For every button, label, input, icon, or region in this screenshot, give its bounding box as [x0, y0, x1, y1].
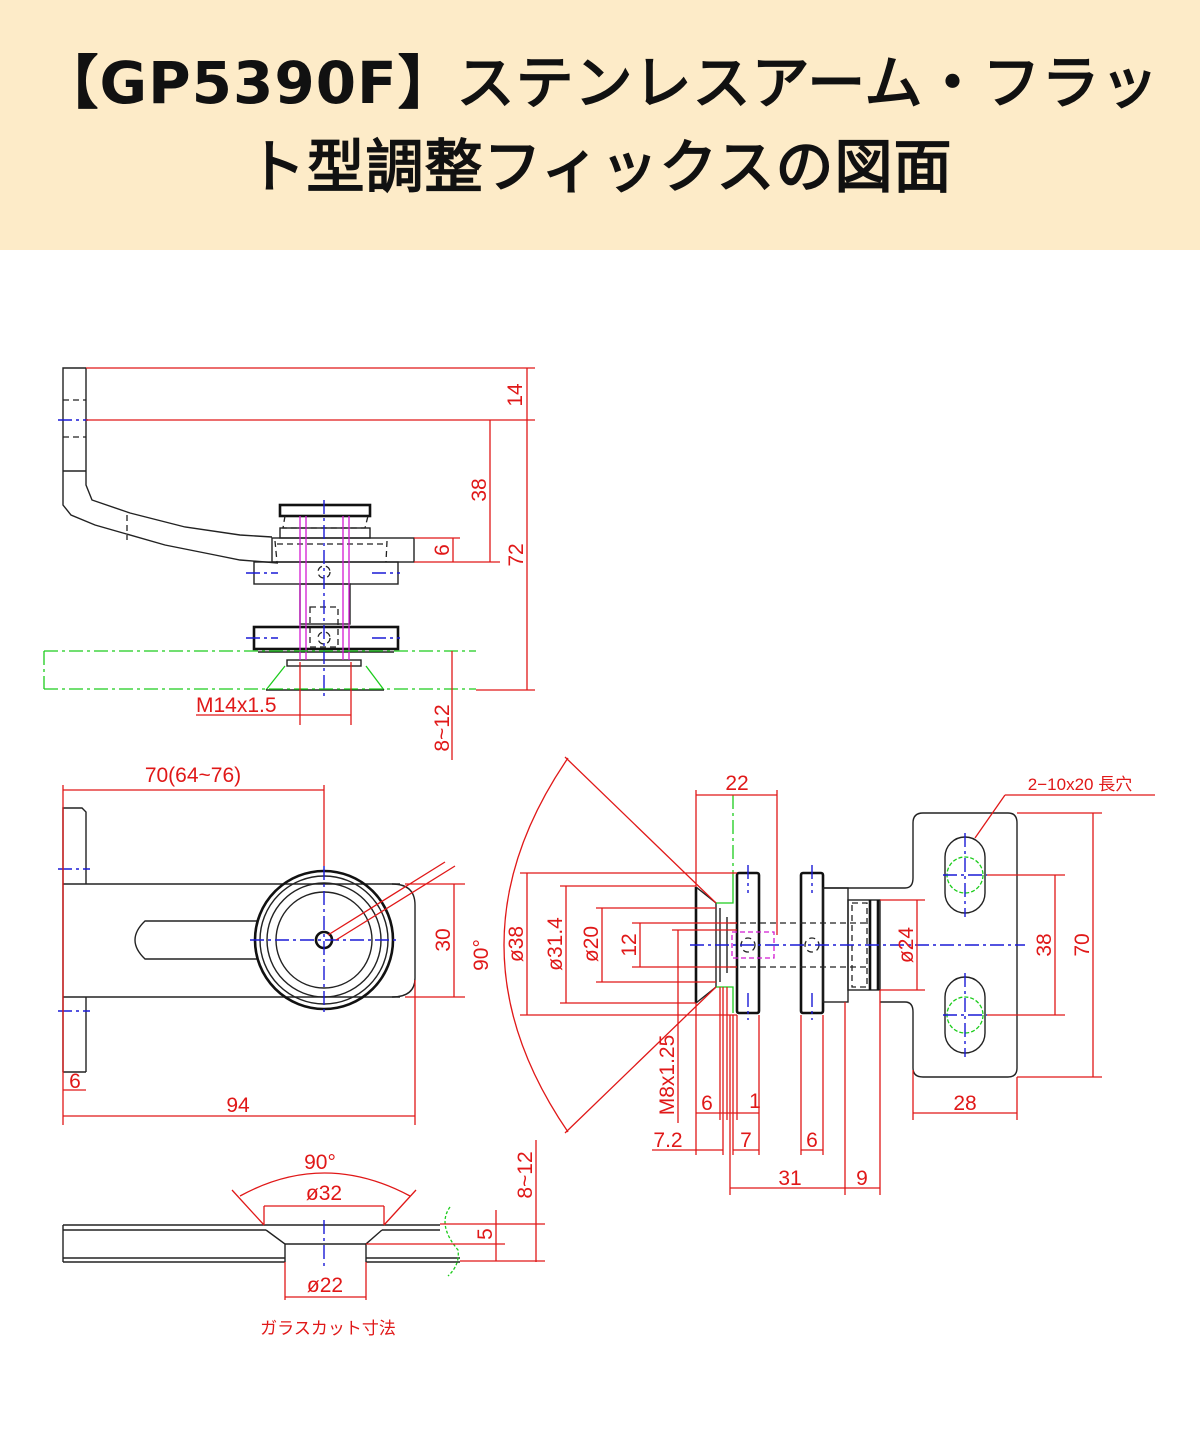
glass-cut-view: 90° ø32 ø22 5 8~12 ガラスカット寸法 — [62, 1140, 545, 1338]
dim-90-glass: 90° — [304, 1151, 336, 1174]
slot-note: 2−10x20 長穴 — [1028, 775, 1132, 794]
side-dimensions: 14 38 6 72 M14x1.5 8~12 — [86, 367, 535, 760]
dim-70-plate: 70 — [1071, 933, 1094, 956]
dim-glass: 8~12 — [431, 704, 454, 751]
dim-6b: 6 — [806, 1129, 818, 1152]
top-dimensions: 70(64~76) 30 94 6 — [62, 764, 465, 1125]
dim-70: 70(64~76) — [145, 764, 241, 787]
dim-90-detail: 90° — [470, 939, 493, 971]
dim-7-2: 7.2 — [653, 1129, 682, 1152]
dim-m8: M8x1.25 — [656, 1035, 679, 1116]
dim-30: 30 — [432, 928, 455, 951]
top-view: 70(64~76) 30 94 6 — [58, 764, 465, 1125]
detail-dimensions: 90° 22 ø38 ø31.4 ø20 12 M8x1.25 — [470, 756, 1155, 1195]
arm-top — [63, 883, 416, 998]
dim-9: 9 — [856, 1167, 868, 1190]
dim-28: 28 — [953, 1092, 976, 1115]
dim-d31: ø31.4 — [544, 917, 567, 971]
dim-38: 38 — [468, 478, 491, 501]
countersunk-head — [694, 795, 734, 1013]
dim-d38: ø38 — [505, 926, 528, 962]
dim-94: 94 — [226, 1094, 250, 1117]
dim-22: 22 — [725, 772, 748, 795]
clamp-disc-1 — [735, 871, 761, 1015]
glass-cut-caption: ガラスカット寸法 — [260, 1319, 396, 1338]
dim-31: 31 — [778, 1167, 801, 1190]
wall-bracket-side — [62, 367, 279, 564]
dim-glass-cut-thickness: 8~12 — [514, 1151, 537, 1198]
fitting-assembly-side — [252, 503, 415, 691]
detail-view: 90° 22 ø38 ø31.4 ø20 12 M8x1.25 — [470, 756, 1155, 1195]
technical-drawing: 14 38 6 72 M14x1.5 8~12 — [43, 367, 1155, 1338]
side-view: 14 38 6 72 M14x1.5 8~12 — [43, 367, 535, 760]
glass-pane-side — [43, 650, 476, 690]
dim-72: 72 — [505, 543, 528, 566]
dim-d22: ø22 — [307, 1274, 343, 1297]
clamp-disc-2 — [799, 871, 825, 1015]
title-line-2: ト型調整フィックスの図面 — [247, 133, 953, 201]
dim-d20: ø20 — [580, 926, 603, 962]
dim-5: 5 — [474, 1228, 497, 1240]
dim-slot-pitch: 38 — [1033, 933, 1056, 956]
dim-d32: ø32 — [306, 1182, 342, 1205]
dim-m14: M14x1.5 — [196, 694, 277, 717]
dim-7: 7 — [740, 1129, 752, 1152]
dim-6-bracket: 6 — [69, 1070, 81, 1093]
dim-12: 12 — [618, 933, 641, 956]
fitting-top — [250, 866, 400, 1016]
dim-d24: ø24 — [895, 927, 918, 964]
title-banner: 【GP5390F】ステンレスアーム・フラッ ト型調整フィックスの図面 — [0, 0, 1200, 250]
dim-6a: 6 — [701, 1092, 713, 1115]
title-line-1: 【GP5390F】ステンレスアーム・フラッ — [40, 49, 1160, 117]
dim-1: 1 — [749, 1090, 761, 1113]
dim-14: 14 — [504, 383, 527, 407]
glass-cut-dimensions: 90° ø32 ø22 5 8~12 ガラスカット寸法 — [231, 1140, 545, 1338]
dim-6: 6 — [431, 544, 454, 556]
